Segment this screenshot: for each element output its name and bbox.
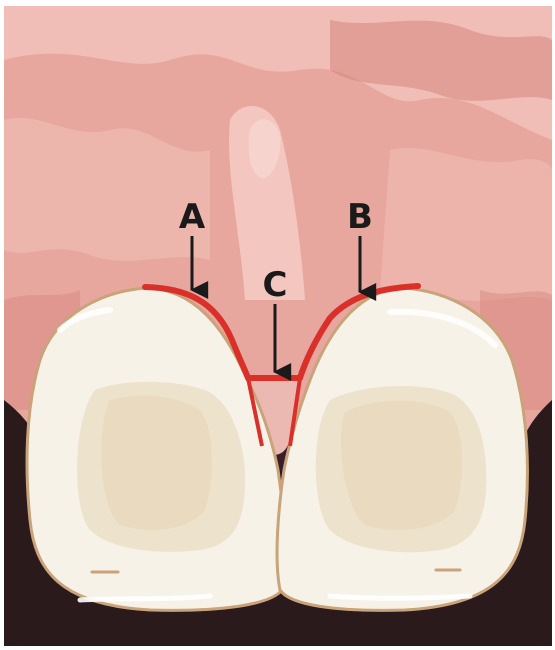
label-c: C (263, 265, 288, 305)
label-b: B (347, 197, 373, 237)
label-a: A (179, 197, 206, 237)
